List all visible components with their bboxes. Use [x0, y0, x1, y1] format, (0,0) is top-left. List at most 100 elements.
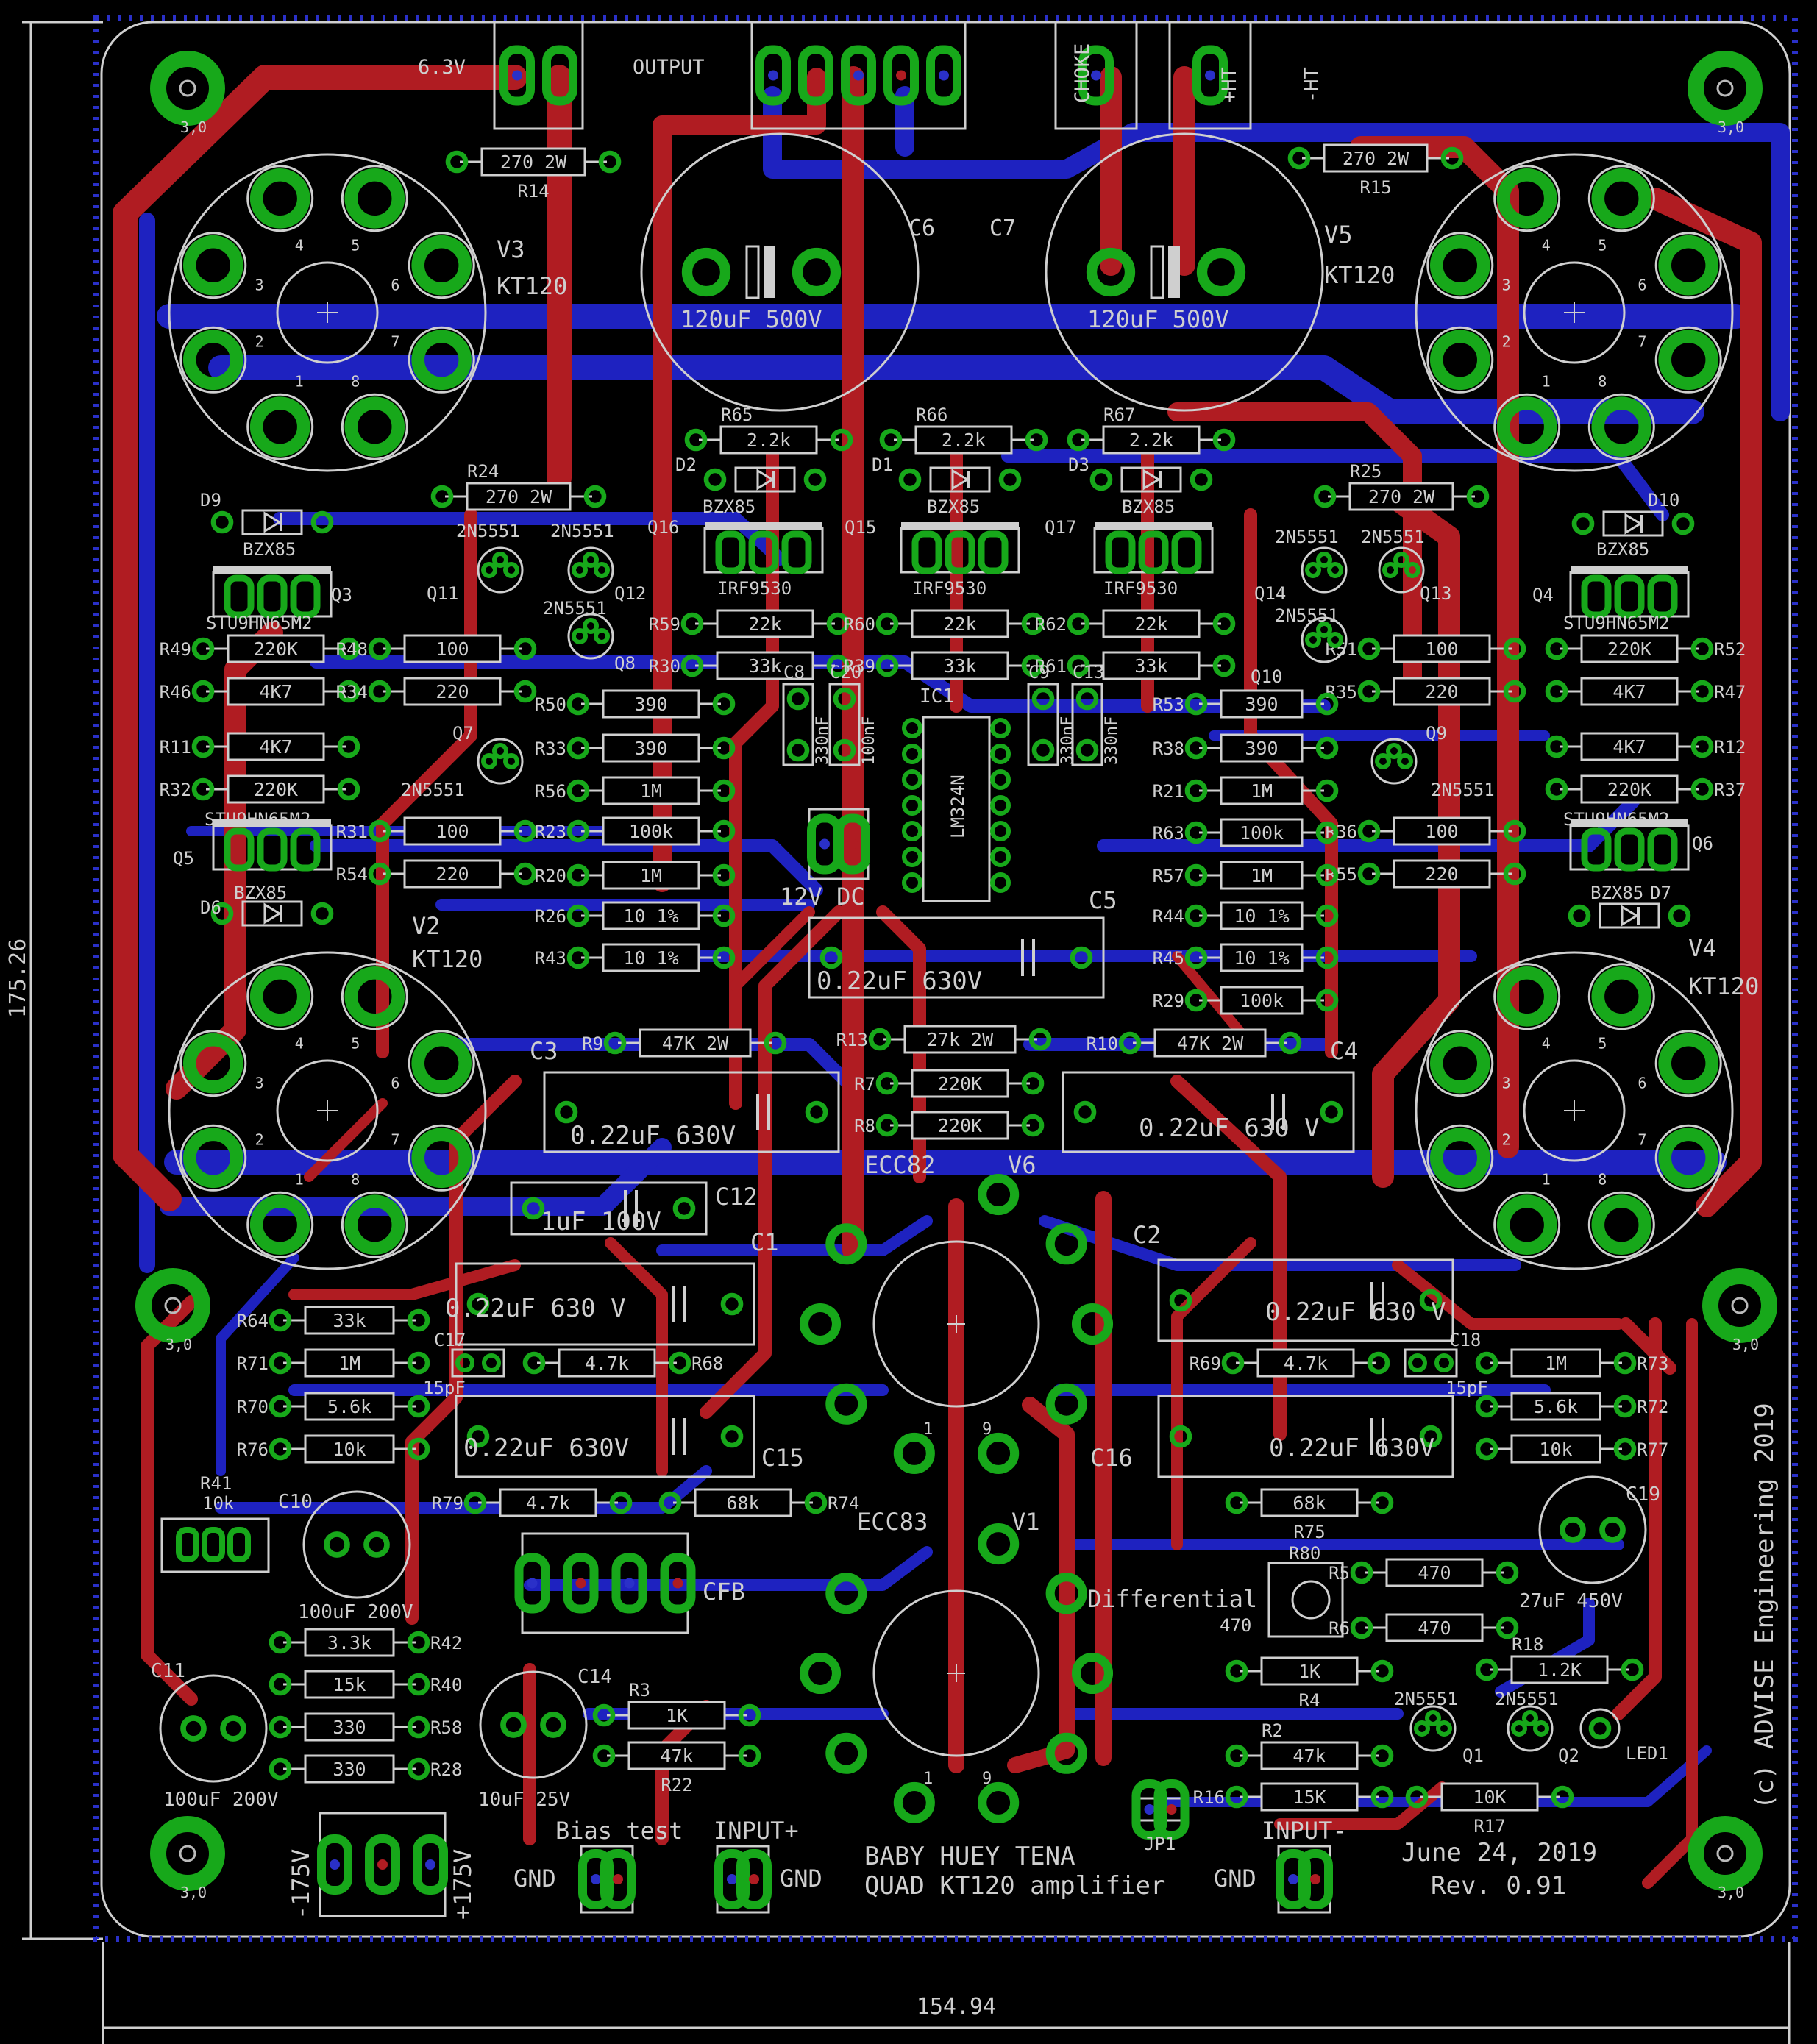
- connector-drill: [591, 1874, 601, 1884]
- cap-ref: C13: [1073, 662, 1104, 683]
- silkscreen-labels: 6.3V OUTPUT CHOKE +HT -HT 12V DC CFB -17…: [287, 43, 1779, 1920]
- cap-pad: [1419, 1425, 1443, 1448]
- connector-12v-dc: [807, 808, 870, 880]
- resistor-value: 1M: [338, 1353, 360, 1374]
- socket-pin-outline: [246, 963, 314, 1030]
- ic-pad: [989, 872, 1011, 894]
- diode-symbol: [263, 902, 282, 925]
- tube-v1-ref: V1: [1011, 1508, 1040, 1536]
- transistor-value: 2N5551: [1361, 527, 1425, 547]
- socket-pin-number: 3: [1502, 277, 1511, 294]
- cap-pad: [1075, 687, 1099, 711]
- resistor-ref: R56: [535, 781, 566, 802]
- resistor-pad: [269, 1757, 292, 1781]
- transistor-body: [1507, 1705, 1554, 1752]
- ic-pad: [901, 794, 923, 816]
- cap-value: 27uF 450V: [1519, 1590, 1623, 1612]
- mount-hole-drill: [1731, 1297, 1749, 1314]
- resistor-pad: [337, 637, 360, 660]
- resistor-ref: R62: [1035, 614, 1067, 635]
- transistor-tab: [705, 522, 822, 530]
- resistor-pad: [1475, 1395, 1498, 1418]
- resistor-pad: [680, 612, 704, 635]
- cap-pad: [324, 1531, 350, 1558]
- resistor-value: 390: [634, 738, 667, 759]
- pot-pad: [227, 1527, 251, 1562]
- transistor-value: STU9HN65M2: [1563, 613, 1670, 633]
- socket-pin-outline: [1587, 1191, 1655, 1258]
- resistor-value: 1M: [1545, 1353, 1567, 1374]
- resistor-value: 220K: [1607, 638, 1651, 660]
- resistor-body: [403, 634, 502, 663]
- resistor-pad: [1475, 1351, 1498, 1375]
- resistor-pad: [712, 692, 736, 716]
- socket-pin-number: 4: [295, 237, 304, 254]
- transistor-ref: Q17: [1045, 517, 1076, 538]
- resistor-pad: [445, 150, 469, 174]
- cap-pad: [1320, 1100, 1343, 1124]
- socket-pin-number: 8: [351, 1170, 360, 1188]
- diode-value: BZX85: [1596, 539, 1649, 560]
- to92-transistor: Q7 2N5551: [401, 723, 524, 800]
- ic-pad: [901, 872, 923, 894]
- resistor-value: 10 1%: [623, 947, 678, 969]
- connector-pad: [835, 813, 870, 875]
- connector-choke: [1054, 21, 1138, 130]
- connector-pad: [365, 1834, 400, 1895]
- resistor-value: 22k: [1134, 613, 1167, 635]
- transistor-ref: Q4: [1532, 585, 1554, 605]
- resistor-pad: [1287, 146, 1311, 170]
- resistor-pad: [368, 680, 391, 703]
- resistor-ref: R71: [237, 1353, 269, 1374]
- mount-hole-label: 3,0: [1732, 1336, 1759, 1353]
- cap-outline: [782, 683, 814, 766]
- connector-drill: [613, 1874, 623, 1884]
- transistor-value: 2N5551: [401, 780, 465, 800]
- transistor-value: STU9HN65M2: [206, 613, 313, 633]
- socket-pin-outline: [341, 963, 408, 1030]
- connector-pad: [660, 1553, 696, 1614]
- cap-ref: C8: [783, 662, 805, 683]
- resistor-pad: [1028, 1028, 1052, 1051]
- resistor-ref: R58: [430, 1717, 462, 1738]
- resistor-value: 270 2W: [1368, 486, 1435, 508]
- transistor-pad: [945, 530, 975, 574]
- socket-pin-pad: [978, 1432, 1020, 1474]
- resistor-pad: [1690, 735, 1714, 758]
- resistor-ref: R30: [649, 656, 680, 677]
- resistor-value: 220K: [1607, 779, 1651, 800]
- diode-value: BZX85: [703, 496, 755, 517]
- pot-dial: [1291, 1580, 1331, 1620]
- resistor-pad: [368, 819, 391, 843]
- mount-hole: 3,0: [1688, 51, 1763, 136]
- socket-pin-pad: [1658, 1128, 1719, 1189]
- label-output: OUTPUT: [633, 56, 705, 79]
- resistor-pad: [1475, 1658, 1498, 1681]
- pot-body: [1267, 1562, 1344, 1638]
- resistor-pad: [712, 736, 736, 760]
- transistor-pad: [1316, 622, 1332, 638]
- resistor-pad: [522, 1351, 546, 1375]
- mount-hole: 3,0: [150, 51, 225, 136]
- cap-pad: [1196, 247, 1246, 297]
- cap-pad: [455, 1353, 474, 1372]
- socket-pin-pad: [344, 966, 405, 1027]
- resistor-value: 5.6k: [1534, 1396, 1578, 1417]
- label-choke: CHOKE: [1071, 43, 1094, 103]
- socket-pin-outline: [341, 1191, 408, 1258]
- transistor-ref: Q7: [452, 723, 474, 744]
- resistor-pad: [407, 1351, 430, 1375]
- resistor-pad: [875, 1072, 899, 1095]
- connector-input-plus: [714, 1845, 772, 1914]
- resistor-pad: [712, 819, 736, 843]
- tube-v1-value: ECC83: [857, 1508, 928, 1536]
- resistor-value: 270 2W: [1343, 148, 1409, 169]
- diode-symbol: [1624, 513, 1643, 535]
- socket-pin-number: 7: [391, 332, 399, 350]
